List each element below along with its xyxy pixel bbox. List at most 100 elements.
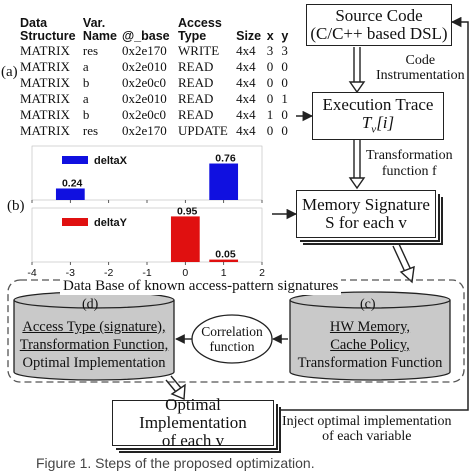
x-tick-label: -2 xyxy=(104,267,113,279)
execution-trace-title: Execution Trace xyxy=(322,95,434,115)
data-label: 0.05 xyxy=(215,249,236,261)
cell: MATRIX xyxy=(20,58,70,74)
cell: READ xyxy=(178,90,214,106)
cell: res xyxy=(82,122,99,138)
cell: 1 xyxy=(281,90,288,106)
correlation-line2: function xyxy=(209,338,255,354)
inject-line1: Inject optimal implementation xyxy=(282,414,452,429)
inject-feedback-arrow xyxy=(276,16,469,411)
cell: MATRIX xyxy=(20,42,70,58)
correlation-line1: Correlation xyxy=(201,324,263,339)
cell: 0 xyxy=(281,106,288,122)
cell: 0x2e010 xyxy=(121,58,167,74)
db-left-content: Access Type (signature), Transformation … xyxy=(14,318,174,372)
cell: UPDATE xyxy=(178,122,228,138)
memory-signature-title: Memory Signature xyxy=(302,195,430,215)
source-to-trace-arrow xyxy=(348,47,366,94)
legend-label: deltaY xyxy=(94,217,128,229)
header-x: x xyxy=(266,28,274,43)
db-right-content: HW Memory, Cache Policy, Transformation … xyxy=(290,318,450,372)
figure-caption: Figure 1. Steps of the proposed optimiza… xyxy=(36,455,315,471)
source-code-box: Source Code (C/C++ based DSL) xyxy=(306,4,452,46)
db-to-optimal-arrow xyxy=(165,375,186,401)
panel-label-d: (d) xyxy=(82,297,99,312)
db-left-line2: Transformation Function, xyxy=(19,337,169,354)
x-tick-label: 1 xyxy=(221,267,227,279)
panel-label-b: (b) xyxy=(7,198,25,214)
cell: READ xyxy=(178,74,214,90)
bar-charts: 0.24 0.76 deltaX 0.95 0.05 deltaY -4 -3 -2 -1 0 1 2 xyxy=(27,145,265,279)
cell: 0 xyxy=(266,122,274,138)
transformation-line2: function f xyxy=(381,164,437,180)
x-tick-label: -3 xyxy=(66,267,75,279)
cell: 0 xyxy=(281,122,288,138)
source-code-title: Source Code xyxy=(335,6,423,26)
data-label: 0.95 xyxy=(177,205,198,217)
code-instrumentation-label: Code Instrumentation xyxy=(376,53,465,84)
x-tick-label: 0 xyxy=(182,267,188,279)
cell: 4x4 xyxy=(236,42,256,58)
panel-label-c: (c) xyxy=(360,297,376,312)
cell: a xyxy=(82,90,89,106)
bar xyxy=(209,259,239,262)
x-tick-label: -4 xyxy=(27,267,36,279)
execution-trace-symbol: Tv[i] xyxy=(361,112,395,136)
inject-line2: of each variable xyxy=(322,429,412,445)
source-code-subtitle: (C/C++ based DSL) xyxy=(310,24,448,43)
cell: b xyxy=(82,74,90,90)
header-base: @_base xyxy=(121,28,170,43)
cell: 0x2e0c0 xyxy=(121,106,167,122)
cell: 0 xyxy=(281,58,288,74)
transformation-function-label: Transformation function f xyxy=(366,148,453,180)
table-header-row: Data Structure Var. Name @_base Access T… xyxy=(18,6,294,42)
cell: 0x2e170 xyxy=(121,122,167,138)
legend-swatch xyxy=(62,156,88,164)
bar xyxy=(55,188,85,200)
signature-to-db-arrow xyxy=(392,243,415,284)
data-label: 0.24 xyxy=(62,177,83,189)
optimal-implementation-box: Optimal Implementation of each v xyxy=(112,396,274,449)
db-right-line2: Cache Policy, xyxy=(330,337,410,354)
x-tick-label: 2 xyxy=(259,267,265,279)
cell: 3 xyxy=(266,42,274,58)
x-tick-label: -1 xyxy=(142,267,151,279)
cell: a xyxy=(82,58,89,74)
cell: READ xyxy=(178,58,214,74)
cell: MATRIX xyxy=(20,74,70,90)
cell: 1 xyxy=(266,106,274,122)
correlation-text: Correlation function xyxy=(192,324,272,355)
cell: 4x4 xyxy=(236,90,256,106)
code-instrumentation-line1: Code xyxy=(405,53,436,68)
cell: MATRIX xyxy=(20,90,70,106)
db-right-line1: HW Memory, xyxy=(329,319,411,335)
memory-signature-box: Memory Signature S for each v xyxy=(296,190,436,238)
optimal-implementation-title: Optimal Implementation xyxy=(139,395,247,433)
cell: 4x4 xyxy=(236,58,256,74)
bar xyxy=(209,163,239,200)
cell: MATRIX xyxy=(20,122,70,138)
data-label: 0.76 xyxy=(215,153,236,165)
cell: 0 xyxy=(266,74,274,90)
transformation-line1: Transformation xyxy=(366,148,453,163)
memory-signature-subtitle: S for each v xyxy=(325,213,407,232)
cell: 3 xyxy=(281,42,288,58)
cell: READ xyxy=(178,106,214,122)
db-right-line3: Transformation Function xyxy=(297,355,443,372)
database-title: Data Base of known access-pattern signat… xyxy=(60,278,342,295)
header-var-name: Var. Name xyxy=(82,16,117,43)
cell: 0x2e170 xyxy=(121,42,167,58)
header-y: y xyxy=(281,28,289,43)
inject-label: Inject optimal implementation of each va… xyxy=(282,414,452,445)
optimal-implementation-subtitle: of each v xyxy=(161,430,225,450)
cell: MATRIX xyxy=(20,106,70,122)
cell: 0 xyxy=(281,74,288,90)
cell: 0 xyxy=(266,58,274,74)
cell: 0x2e010 xyxy=(121,90,167,106)
trace-to-signature-arrow xyxy=(348,140,366,190)
legend-label: deltaX xyxy=(94,155,128,167)
